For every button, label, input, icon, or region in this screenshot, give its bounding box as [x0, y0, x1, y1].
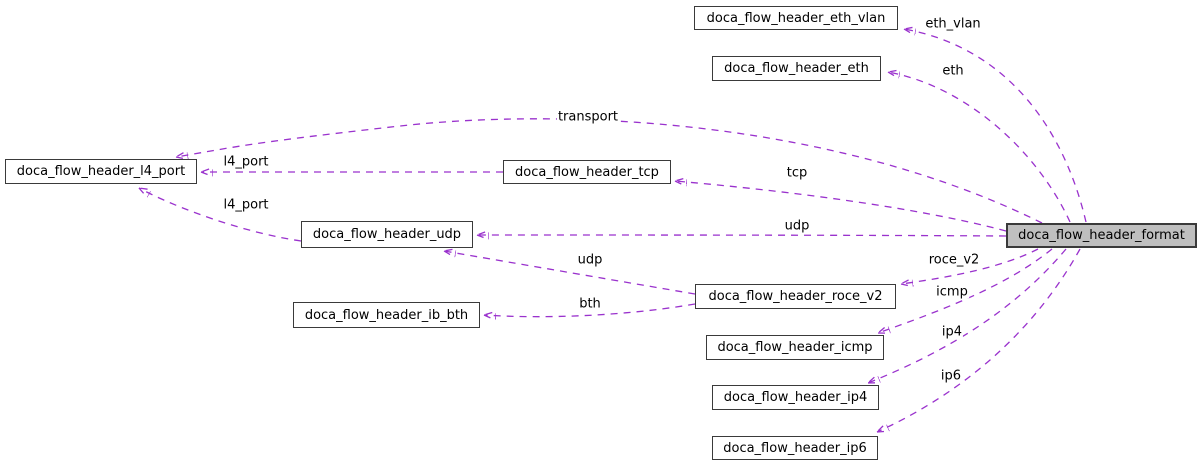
node-doca-flow-header-ip6[interactable]: doca_flow_header_ip6 — [712, 436, 878, 460]
edge-label-transport: transport — [556, 109, 620, 125]
node-doca-flow-header-l4-port[interactable]: doca_flow_header_l4_port — [5, 159, 197, 184]
node-doca-flow-header-ib-bth[interactable]: doca_flow_header_ib_bth — [293, 302, 480, 328]
node-doca-flow-header-format: doca_flow_header_format — [1006, 223, 1197, 248]
edge-format-to-roce-v2 — [901, 248, 1039, 284]
node-doca-flow-header-icmp[interactable]: doca_flow_header_icmp — [706, 335, 884, 360]
node-label: doca_flow_header_roce_v2 — [708, 289, 883, 304]
edge-format-to-ip6 — [877, 248, 1081, 432]
edge-format-to-icmp — [878, 248, 1053, 333]
node-doca-flow-header-roce-v2[interactable]: doca_flow_header_roce_v2 — [695, 284, 896, 309]
node-doca-flow-header-ip4[interactable]: doca_flow_header_ip4 — [712, 385, 879, 410]
node-doca-flow-header-tcp[interactable]: doca_flow_header_tcp — [503, 160, 671, 184]
edge-label-ip6: ip6 — [939, 368, 963, 384]
node-label: doca_flow_header_ib_bth — [304, 307, 469, 323]
node-label: doca_flow_header_udp — [312, 227, 462, 242]
edge-udp-to-l4-port — [139, 188, 302, 242]
edge-format-to-ip4 — [868, 248, 1067, 383]
edge-format-to-eth-vlan — [904, 29, 1087, 223]
edge-label-tcp: tcp — [785, 165, 809, 181]
edge-label-udp-format: udp — [783, 218, 811, 234]
edge-label-udp-roce: udp — [576, 252, 604, 268]
edge-label-eth: eth — [941, 63, 965, 79]
node-label: doca_flow_header_icmp — [717, 340, 873, 355]
edge-label-icmp: icmp — [935, 284, 969, 300]
node-doca-flow-header-eth-vlan[interactable]: doca_flow_header_eth_vlan — [694, 6, 898, 30]
node-doca-flow-header-eth[interactable]: doca_flow_header_eth — [712, 56, 881, 81]
edge-roce-v2-to-ib-bth — [484, 304, 696, 317]
edge-label-ip4: ip4 — [940, 324, 964, 340]
node-label: doca_flow_header_format — [1018, 228, 1185, 243]
edge-label-l4-port-tcp: l4_port — [222, 154, 270, 170]
edge-format-to-udp — [477, 235, 1007, 236]
node-label: doca_flow_header_ip6 — [723, 440, 867, 456]
edge-roce-v2-to-udp — [444, 251, 696, 295]
node-label: doca_flow_header_ip4 — [723, 390, 868, 405]
edge-format-to-eth — [888, 72, 1071, 223]
node-label: doca_flow_header_eth — [724, 61, 869, 76]
node-label: doca_flow_header_tcp — [515, 164, 659, 180]
node-doca-flow-header-udp[interactable]: doca_flow_header_udp — [301, 221, 473, 248]
node-label: doca_flow_header_eth_vlan — [706, 10, 886, 26]
edge-format-to-tcp — [675, 181, 1007, 232]
edge-format-to-l4-port-transport — [176, 118, 1043, 224]
edge-label-bth: bth — [578, 296, 602, 312]
node-label: doca_flow_header_l4_port — [16, 164, 186, 179]
edge-label-eth-vlan: eth_vlan — [924, 16, 982, 32]
edge-label-l4-port-udp: l4_port — [222, 197, 270, 213]
edge-label-roce-v2: roce_v2 — [927, 252, 981, 268]
